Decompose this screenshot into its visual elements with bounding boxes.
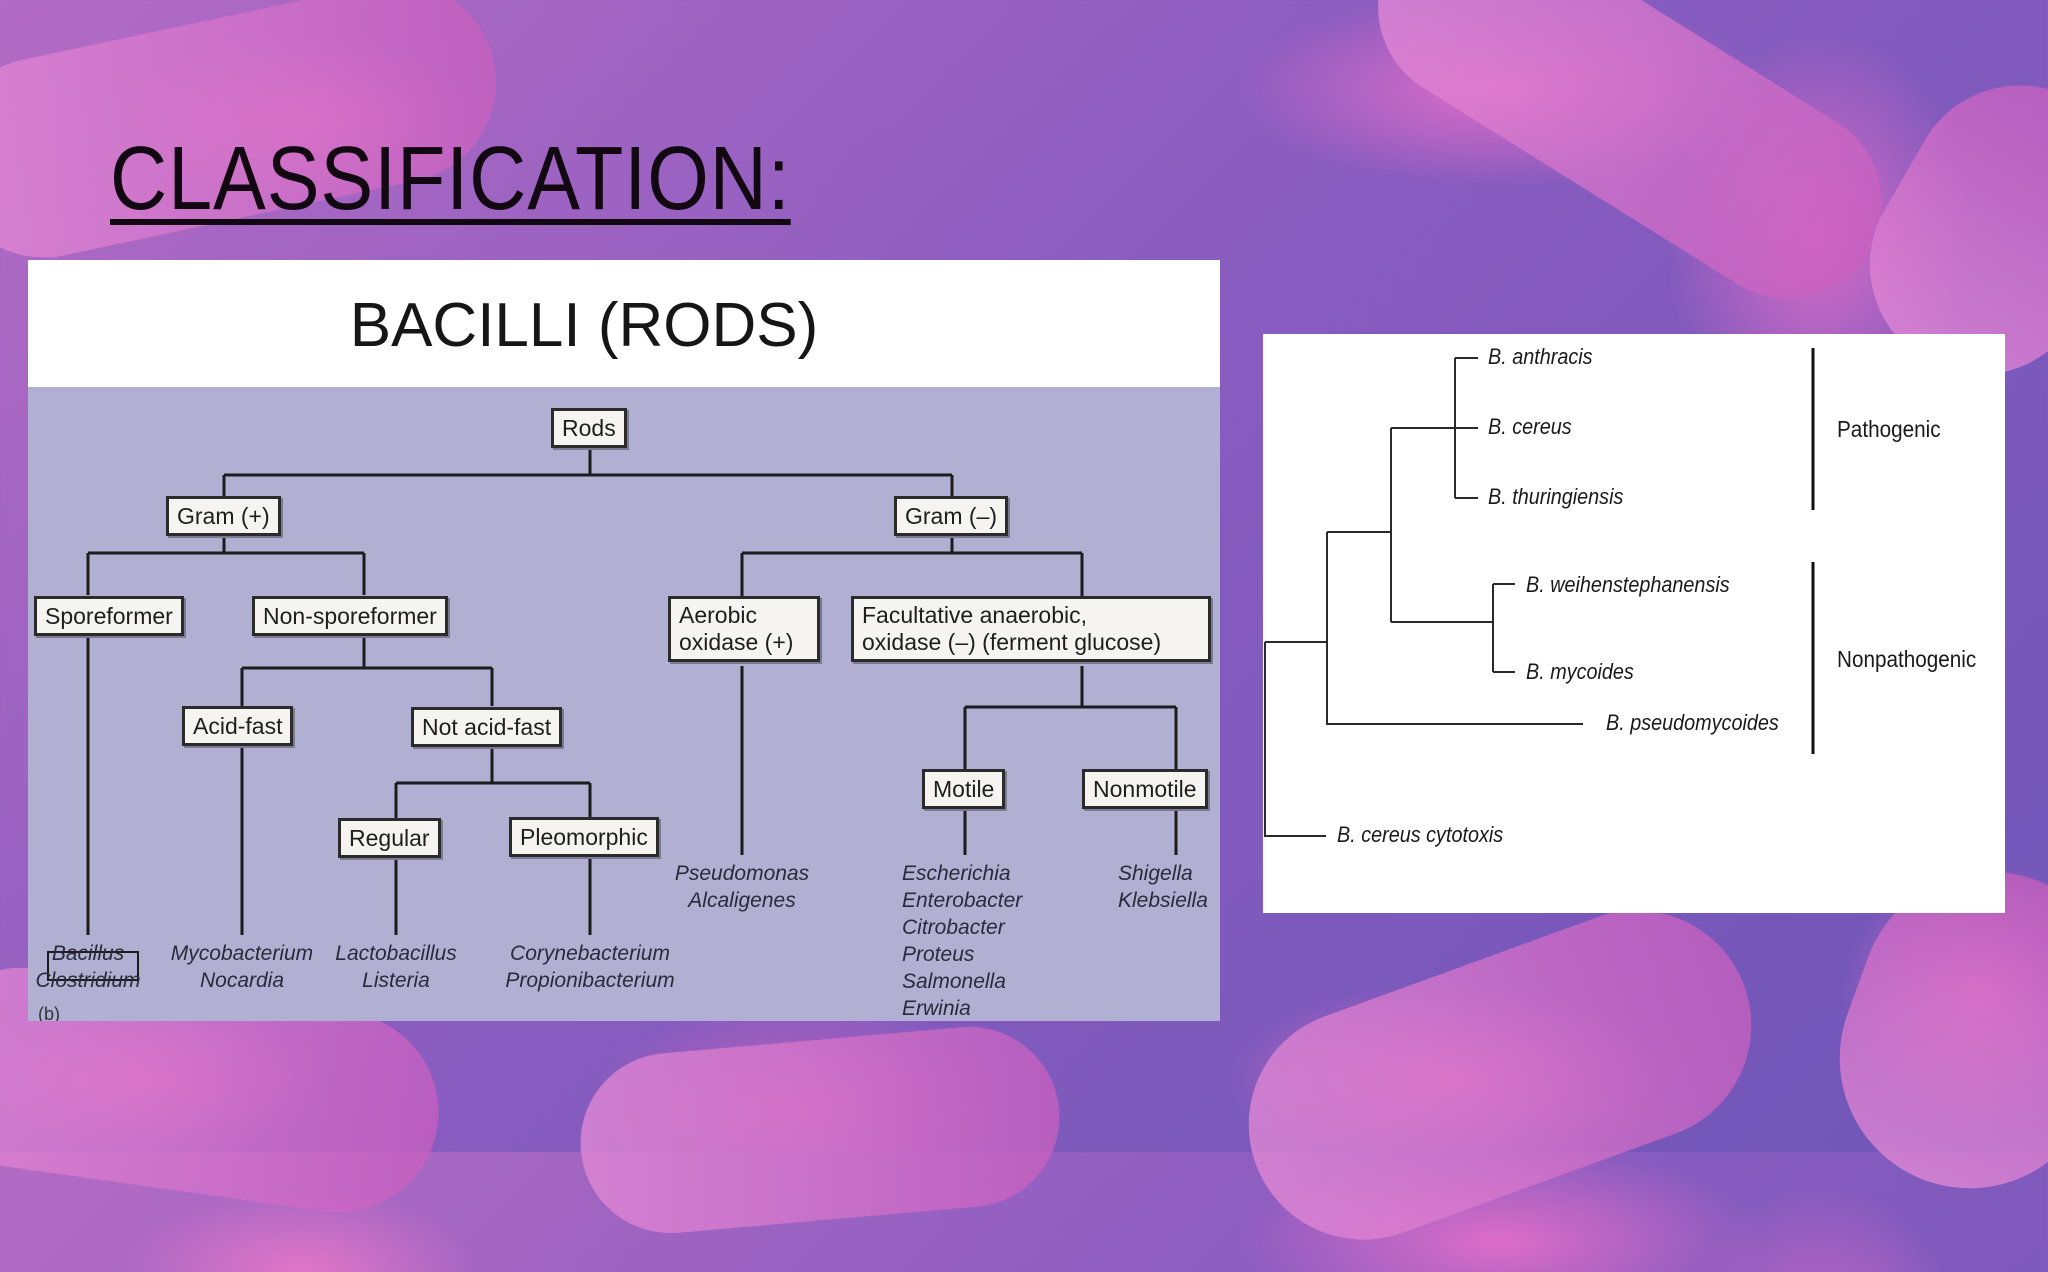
leaf-regular-genera: Lactobacillus Listeria [326, 940, 466, 994]
species-b-cereus-cytotoxis: B. cereus cytotoxis [1337, 822, 1504, 847]
leaf-aerobic-genera: Pseudomonas Alcaligenes [672, 860, 812, 914]
bacterium-background-shape [573, 1019, 1067, 1241]
node-sporeformer: Sporeformer [34, 596, 184, 636]
group-pathogenic: Pathogenic [1837, 416, 1941, 442]
species-b-thuringiensis: B. thuringiensis [1488, 484, 1624, 509]
node-regular: Regular [338, 818, 441, 858]
leaf-motile-genera: Escherichia Enterobacter Citrobacter Pro… [902, 860, 1032, 1021]
node-not-acid-fast: Not acid-fast [411, 707, 563, 747]
node-motile: Motile [922, 769, 1006, 809]
node-facultative-line-2: oxidase (–) (ferment glucose) [862, 629, 1162, 655]
leaf-proteus: Proteus [902, 943, 975, 966]
leaf-clostridium: Clostridium [35, 969, 141, 992]
leaf-acid-fast-genera: Mycobacterium Nocardia [162, 940, 322, 994]
species-b-cereus: B. cereus [1488, 414, 1572, 439]
flowchart-heading: BACILLI (RODS) [349, 291, 819, 360]
node-gram-negative: Gram (–) [894, 496, 1008, 536]
leaf-sporeformer-genera: Bacillus Clostridium [28, 940, 148, 994]
leaf-listeria: Listeria [362, 969, 430, 992]
node-nonmotile: Nonmotile [1082, 769, 1208, 809]
flowchart-heading-band: BACILLI (RODS) [28, 260, 1220, 387]
node-aerobic-line-1: Aerobic [679, 602, 757, 628]
leaf-pseudomonas: Pseudomonas [674, 862, 810, 885]
leaf-corynebacterium: Corynebacterium [510, 942, 670, 965]
species-b-mycoides: B. mycoides [1526, 659, 1634, 684]
node-gram-positive: Gram (+) [166, 496, 281, 536]
group-nonpathogenic: Nonpathogenic [1837, 646, 1977, 672]
leaf-alcaligenes: Alcaligenes [688, 889, 796, 912]
leaf-salmonella: Salmonella [902, 970, 1006, 993]
bacterium-background-shape [1216, 878, 1784, 1272]
bacillus-highlight-box [47, 951, 139, 981]
node-acid-fast: Acid-fast [182, 706, 294, 746]
tree-branches [1264, 348, 1815, 837]
node-aerobic-oxidase-positive: Aerobic oxidase (+) [668, 596, 820, 662]
node-non-sporeformer: Non-sporeformer [252, 596, 448, 636]
phylogenetic-tree: B. anthracis B. cereus B. thuringiensis … [1263, 334, 2005, 913]
leaf-nocardia: Nocardia [199, 969, 285, 992]
figure-label: (b) [38, 1004, 60, 1021]
leaf-bacillus: Bacillus [51, 942, 125, 965]
leaf-citrobacter: Citrobacter [902, 916, 1005, 939]
node-rods: Rods [551, 408, 627, 448]
species-b-weihenstephanensis: B. weihenstephanensis [1526, 572, 1730, 597]
flowchart-connectors [47, 447, 1178, 981]
node-facultative-line-1: Facultative anaerobic, [862, 602, 1088, 628]
species-b-pseudomycoides: B. pseudomycoides [1606, 710, 1779, 735]
leaf-pleomorphic-genera: Corynebacterium Propionibacterium [500, 940, 680, 994]
leaf-lactobacillus: Lactobacillus [335, 942, 457, 965]
bacterium-background-shape [1342, 0, 1918, 334]
node-facultative-anaerobic: Facultative anaerobic, oxidase (–) (ferm… [851, 596, 1211, 662]
leaf-nonmotile-genera: Shigella Klebsiella [1118, 860, 1218, 914]
leaf-enterobacter: Enterobacter [902, 889, 1023, 912]
leaf-propionibacterium: Propionibacterium [505, 969, 675, 992]
leaf-shigella: Shigella [1118, 862, 1193, 885]
bacilli-flowchart: BACILLI (RODS) Rods Gram (+) Gram (–) Sp… [28, 260, 1220, 1021]
leaf-erwinia: Erwinia [902, 997, 971, 1020]
species-b-anthracis: B. anthracis [1488, 344, 1593, 369]
leaf-klebsiella: Klebsiella [1118, 889, 1208, 912]
leaf-mycobacterium: Mycobacterium [170, 942, 314, 965]
slide-title: CLASSIFICATION: [110, 129, 791, 229]
leaf-escherichia: Escherichia [902, 862, 1011, 885]
node-aerobic-line-2: oxidase (+) [679, 629, 794, 655]
node-pleomorphic: Pleomorphic [509, 817, 659, 857]
